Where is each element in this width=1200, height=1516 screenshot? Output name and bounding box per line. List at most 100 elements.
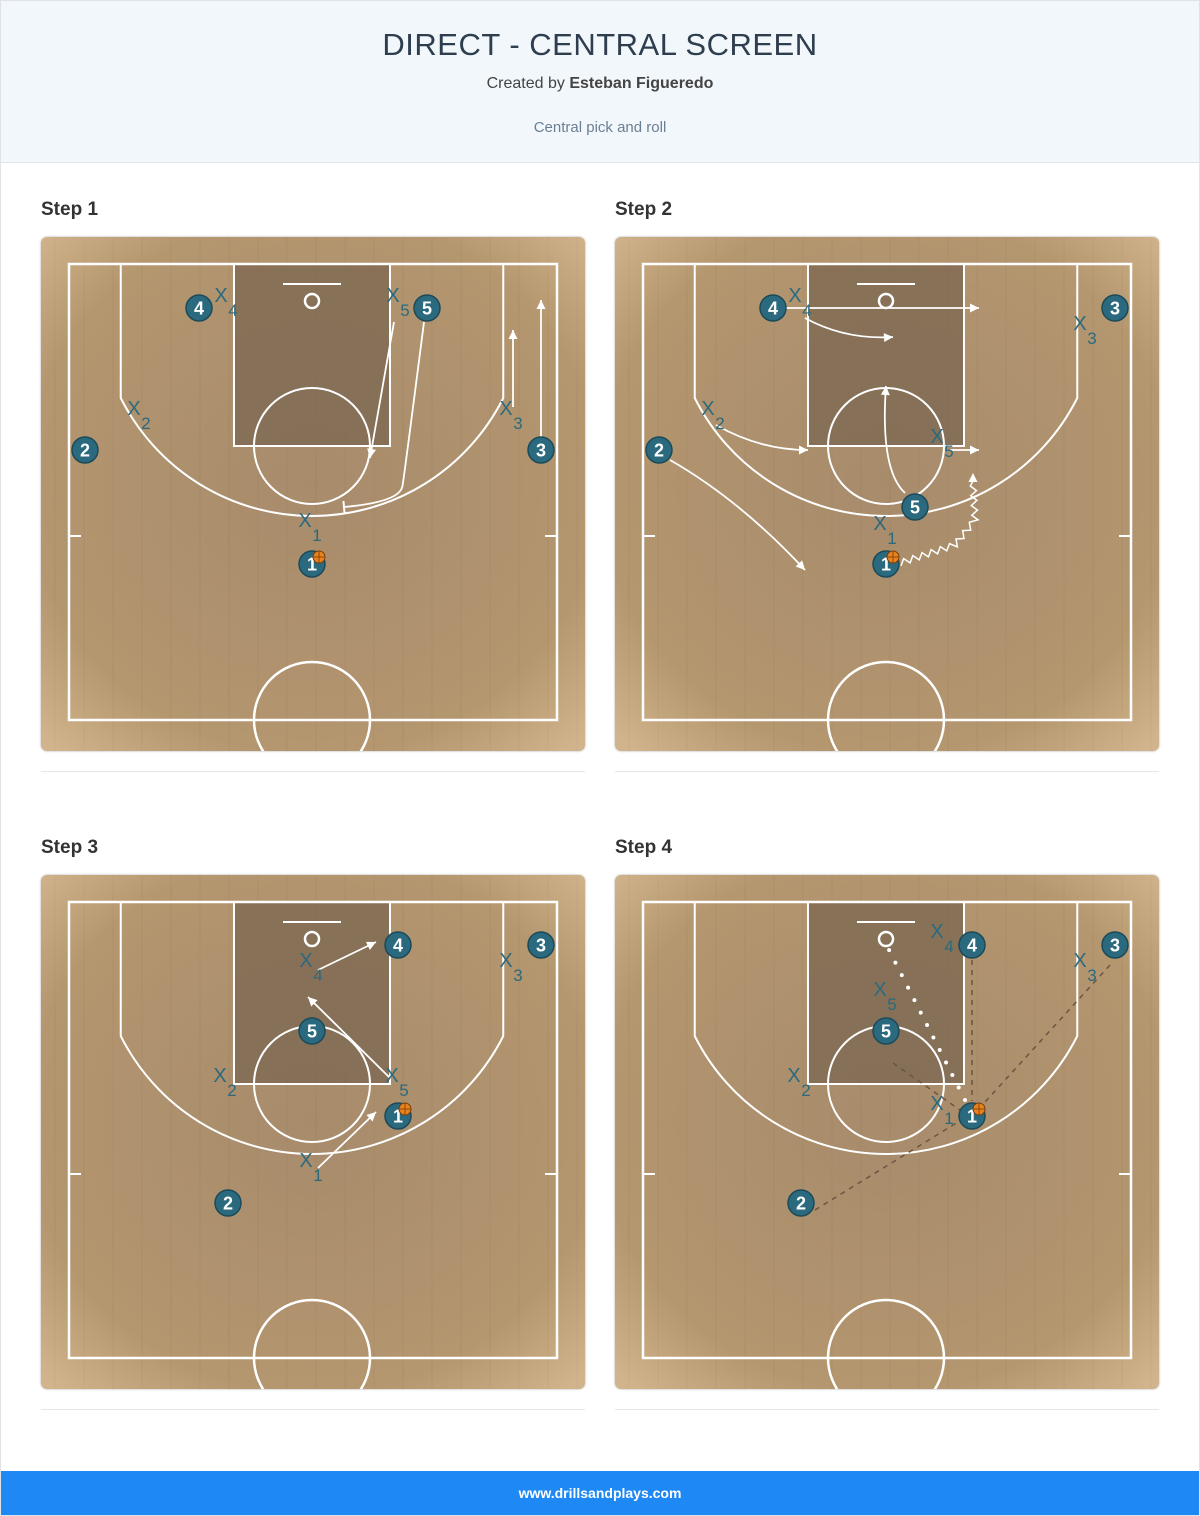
player-circle	[759, 294, 787, 322]
page-header: DIRECT - CENTRAL SCREEN Created by Esteb…	[1, 1, 1199, 163]
defender-x: X	[299, 950, 312, 972]
defender-x: X	[299, 1150, 312, 1172]
defender-number: 5	[887, 995, 896, 1014]
defender-number: 1	[944, 1109, 953, 1128]
cut-arrowhead	[536, 300, 546, 309]
player-number: 5	[910, 498, 920, 518]
cut-arrowhead	[970, 445, 979, 455]
step-title: Step 3	[41, 837, 99, 858]
defender-number: 2	[227, 1081, 236, 1100]
court-boundary	[67, 900, 559, 1360]
defender-x: X	[787, 1065, 800, 1087]
defender-x: X	[930, 426, 943, 448]
defender-marker: X2	[701, 398, 724, 433]
offense-player: 3	[1101, 294, 1129, 322]
player-number: 1	[307, 555, 317, 575]
three-point-line	[693, 902, 1079, 1155]
player-circle	[787, 1189, 815, 1217]
player-number: 3	[1110, 299, 1120, 319]
defender-marker: X3	[1073, 313, 1096, 348]
offense-player: 1	[298, 550, 326, 578]
defender-number: 1	[312, 526, 321, 545]
three-point-line	[693, 264, 1079, 517]
site-footer: www.drillsandplays.com	[1, 1471, 1199, 1515]
cut-line	[369, 321, 395, 459]
player-circle	[1101, 931, 1129, 959]
cut-arrowhead	[880, 386, 890, 396]
defender-x: X	[930, 1093, 943, 1115]
player-number: 2	[654, 441, 664, 461]
cut-line	[804, 317, 894, 339]
free-throw-circle	[253, 387, 371, 505]
defender-marker: X5	[873, 979, 896, 1014]
player-circle	[872, 1017, 900, 1045]
defender-marker: X4	[788, 285, 811, 320]
defender-marker: X4	[299, 950, 322, 985]
court-lines	[67, 262, 559, 751]
player-circle	[71, 436, 99, 464]
defender-marker: X1	[299, 1150, 322, 1185]
player-circle	[527, 436, 555, 464]
defender-marker: X2	[213, 1065, 236, 1100]
cut-arrowhead	[366, 1112, 376, 1122]
defender-marker: X3	[499, 950, 522, 985]
defender-x: X	[386, 285, 399, 307]
defender-marker: X1	[298, 510, 321, 545]
defender-number: 4	[228, 301, 237, 320]
defender-marker: X5	[386, 285, 409, 320]
center-circle	[826, 660, 946, 751]
defender-number: 5	[944, 442, 953, 461]
step-divider	[615, 1409, 1159, 1410]
paint-area	[233, 901, 391, 1085]
paint-area	[233, 263, 391, 447]
author-line: Created by Esteban Figueredo	[1, 75, 1199, 93]
player-number: 5	[307, 1022, 317, 1042]
step-divider	[41, 1409, 585, 1410]
defender-number: 3	[513, 966, 522, 985]
defender-marker: X4	[214, 285, 237, 320]
defender-x: X	[499, 950, 512, 972]
player-number: 4	[768, 299, 778, 319]
player-number: 5	[422, 299, 432, 319]
cut-line	[317, 1111, 377, 1169]
player-circle	[1101, 294, 1129, 322]
offense-player: 5	[298, 1017, 326, 1045]
player-number: 2	[223, 1194, 233, 1214]
footer-site-link[interactable]: www.drillsandplays.com	[518, 1485, 682, 1501]
defender-number: 1	[313, 1166, 322, 1185]
player-circle	[185, 294, 213, 322]
player-circle	[527, 931, 555, 959]
cut-arrowhead	[365, 941, 376, 950]
court-boundary	[641, 262, 1133, 722]
defender-x: X	[788, 285, 801, 307]
defender-number: 3	[513, 414, 522, 433]
cut-arrowhead	[508, 330, 518, 339]
cut-arrowhead	[883, 333, 893, 343]
offense-player: 3	[527, 436, 555, 464]
screen-bar	[342, 500, 346, 514]
step-title: Step 1	[41, 199, 99, 220]
play-description: Central pick and roll	[533, 119, 667, 136]
play-actions	[814, 938, 1111, 1211]
center-circle	[252, 660, 372, 751]
defender-number: 3	[1087, 966, 1096, 985]
player-circle	[298, 1017, 326, 1045]
cut-arrowhead	[367, 448, 376, 458]
cut-line	[317, 941, 377, 971]
court-lines	[641, 900, 1133, 1389]
rim	[303, 930, 321, 948]
defender-number: 5	[400, 301, 409, 320]
player-circle	[958, 931, 986, 959]
cut-arrowhead	[308, 997, 318, 1007]
cut-line	[883, 385, 906, 494]
step-title: Step 4	[615, 837, 673, 858]
player-number: 1	[967, 1107, 977, 1127]
dribble-arrowhead	[968, 473, 978, 482]
rebound-line	[892, 1062, 961, 1111]
player-circle	[214, 1189, 242, 1217]
three-point-line	[119, 264, 505, 517]
